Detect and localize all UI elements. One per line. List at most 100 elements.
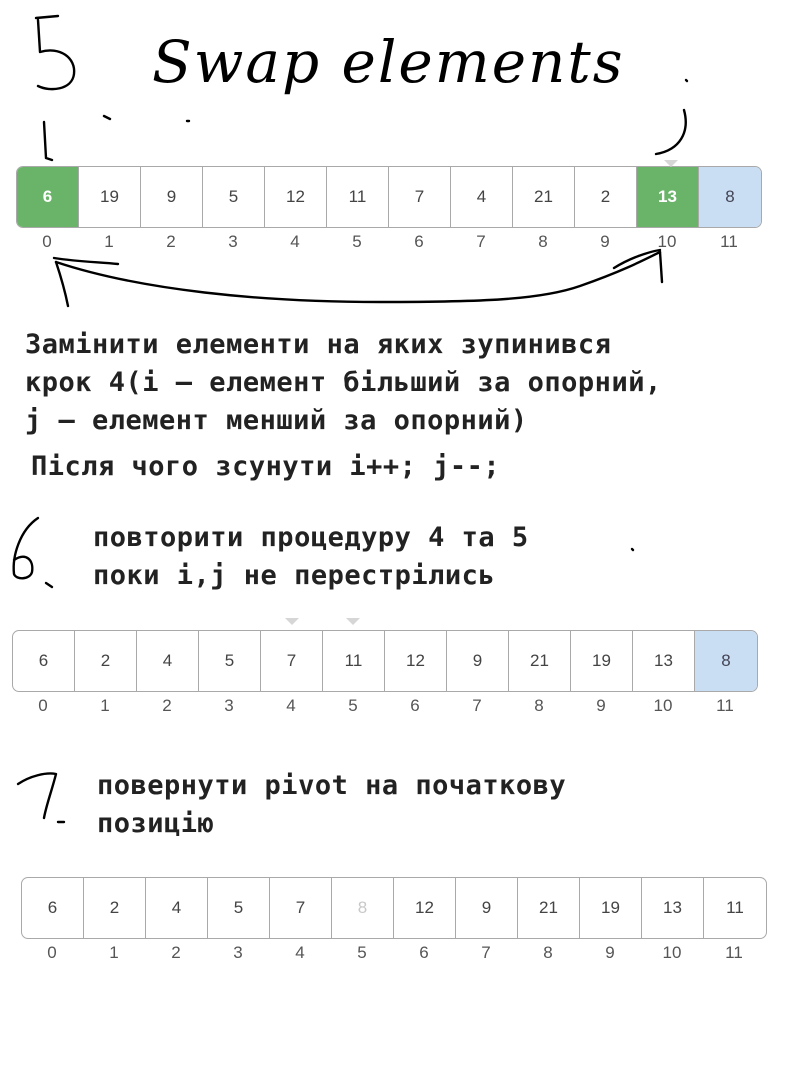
array-cell: 2 bbox=[75, 631, 137, 691]
array-cell: 8 bbox=[332, 878, 394, 938]
i-pointer-marker bbox=[285, 618, 299, 625]
array-cell: 8 bbox=[699, 167, 761, 227]
array-index-label: 6 bbox=[410, 696, 420, 715]
array-cell: 11 bbox=[327, 167, 389, 227]
step7-line-1: повернути pivot на початкову bbox=[97, 770, 567, 801]
array-index-label: 4 bbox=[290, 232, 300, 251]
array-index-label: 2 bbox=[162, 696, 172, 715]
array-index-label: 9 bbox=[596, 696, 606, 715]
array-index-label: 0 bbox=[42, 232, 52, 251]
swap-arrow bbox=[612, 248, 662, 270]
array-index-label: 7 bbox=[481, 943, 491, 962]
array-index-label: 6 bbox=[419, 943, 429, 962]
array-index-label: 10 bbox=[653, 696, 673, 715]
array-cell: 4 bbox=[137, 631, 199, 691]
array-index-label: 0 bbox=[47, 943, 57, 962]
array-cell: 12 bbox=[385, 631, 447, 691]
step7-description: повернути pivot на початкову позицію bbox=[97, 767, 566, 843]
array-cell: 9 bbox=[141, 167, 203, 227]
array-index-label: 10 bbox=[662, 943, 682, 962]
step7-line-2: позицію bbox=[97, 808, 215, 839]
array-index-label: 2 bbox=[166, 232, 176, 251]
array-index-label: 9 bbox=[600, 232, 610, 251]
array-cell: 11 bbox=[726, 898, 744, 917]
array-cell: 21 bbox=[513, 167, 575, 227]
step6-description: повторити процедуру 4 та 5 поки i,j не п… bbox=[93, 519, 529, 595]
array-cell: 6 bbox=[17, 167, 79, 227]
array-cell: 9 bbox=[456, 878, 518, 938]
array-cell: 13 bbox=[633, 631, 695, 691]
array-cell: 6 bbox=[13, 631, 75, 691]
step5-title: Swap elements bbox=[152, 28, 625, 96]
swap-arrow bbox=[52, 256, 120, 266]
array-index-label: 1 bbox=[109, 943, 119, 962]
array-index-label: 7 bbox=[472, 696, 482, 715]
array-index-label: 8 bbox=[534, 696, 544, 715]
j-pointer-marker bbox=[346, 618, 360, 625]
array-index-label: 11 bbox=[716, 696, 734, 715]
array-index-label: 0 bbox=[38, 696, 48, 715]
array-index-label: 5 bbox=[357, 943, 367, 962]
array-index-label: 4 bbox=[295, 943, 305, 962]
step5-after-text: Після чого зсунути i++; j--; bbox=[31, 451, 501, 482]
step5-line-2: крок 4(i – елемент більший за опорний, bbox=[25, 367, 662, 398]
step6-line-2: поки i,j не перестрілись bbox=[93, 560, 496, 591]
handwritten-7 bbox=[16, 772, 58, 820]
handwritten-dot bbox=[684, 78, 689, 83]
handwritten-i bbox=[42, 120, 54, 162]
handwritten-5 bbox=[34, 14, 76, 91]
array-cell: 19 bbox=[79, 167, 141, 227]
array-cell: 13 bbox=[637, 167, 699, 227]
array-cell: 7 bbox=[261, 631, 323, 691]
array-index-label: 7 bbox=[476, 232, 486, 251]
handwritten-dot bbox=[102, 114, 112, 121]
array-cell: 5 bbox=[208, 878, 270, 938]
array-index-label: 9 bbox=[605, 943, 615, 962]
step7-indices: 0 1 2 3 4 5 6 7 8 9 10 11 bbox=[21, 943, 765, 963]
array-index-label: 3 bbox=[224, 696, 234, 715]
array-index-label: 3 bbox=[228, 232, 238, 251]
array-cell: 2 bbox=[575, 167, 637, 227]
array-cell: 21 bbox=[509, 631, 571, 691]
array-cell: 2 bbox=[84, 878, 146, 938]
array-index-label: 1 bbox=[104, 232, 114, 251]
array-cell: 4 bbox=[451, 167, 513, 227]
array-index-label: 8 bbox=[538, 232, 548, 251]
array-cell: 12 bbox=[394, 878, 456, 938]
handwritten-6 bbox=[12, 516, 40, 580]
swap-arrow bbox=[54, 260, 70, 308]
array-cell: 8 bbox=[695, 631, 757, 691]
array-index-label: 6 bbox=[414, 232, 424, 251]
array-cell: 6 bbox=[22, 878, 84, 938]
array-cell: 12 bbox=[265, 167, 327, 227]
array-index-label: 1 bbox=[100, 696, 110, 715]
array-index-label: 2 bbox=[171, 943, 181, 962]
array-index-label: 3 bbox=[233, 943, 243, 962]
array-cell: 21 bbox=[518, 878, 580, 938]
array-index-label: 5 bbox=[352, 232, 362, 251]
array-index-label: 11 bbox=[725, 943, 743, 962]
array-index-label: 8 bbox=[543, 943, 553, 962]
array-cell: 11 bbox=[323, 631, 385, 691]
step5-line-1: Замінити елементи на яких зупинився bbox=[25, 329, 612, 360]
array-cell: 7 bbox=[389, 167, 451, 227]
array-cell: 5 bbox=[203, 167, 265, 227]
handwritten-dot bbox=[44, 581, 54, 589]
array-index-label: 11 bbox=[720, 232, 738, 251]
swap-arrow bbox=[658, 250, 664, 284]
array-index-label: 5 bbox=[348, 696, 358, 715]
array-cell: 4 bbox=[146, 878, 208, 938]
handwritten-dot bbox=[630, 547, 635, 552]
array-cell: 7 bbox=[270, 878, 332, 938]
handwritten-j bbox=[654, 108, 687, 156]
step5-line-3: j – елемент менший за опорний) bbox=[25, 405, 528, 436]
j-pointer-marker bbox=[664, 160, 678, 167]
array-cell: 9 bbox=[447, 631, 509, 691]
array-cell: 19 bbox=[580, 878, 642, 938]
swap-arrow bbox=[54, 250, 662, 304]
